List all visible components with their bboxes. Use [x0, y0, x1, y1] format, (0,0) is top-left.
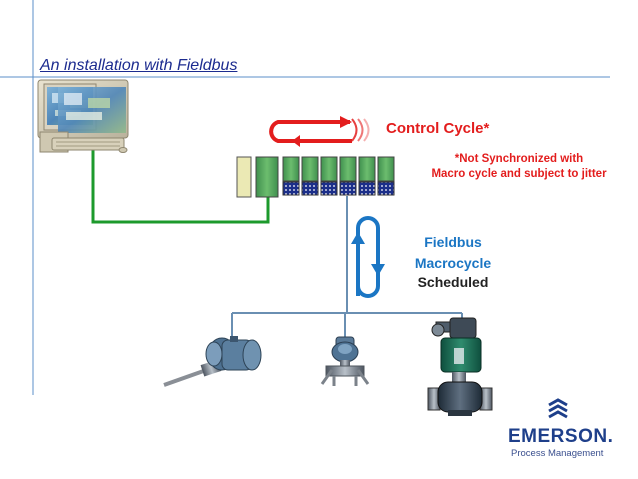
controller-rack-icon	[236, 156, 395, 198]
control-cycle-label: Control Cycle*	[386, 120, 490, 137]
macrocycle-label: Macrocycle	[414, 255, 492, 271]
emerson-logo-icon	[548, 398, 568, 419]
fieldbus-label: Fieldbus	[424, 234, 482, 250]
scheduled-label: Scheduled	[417, 274, 489, 290]
pressure-transmitter-icon	[320, 336, 370, 386]
green-connection-line	[91, 150, 270, 224]
slide-title: An installation with Fieldbus	[40, 57, 238, 74]
temperature-transmitter-icon	[163, 336, 262, 387]
jitter-note-line1: *Not Synchronized with	[454, 153, 584, 165]
brand-subtitle: Process Management	[511, 448, 604, 459]
control-cycle-arrows-icon	[269, 116, 370, 147]
jitter-note: *Not Synchronized with Macro cycle and s…	[404, 152, 634, 182]
brand-name: EMERSON.	[508, 426, 614, 447]
workstation-computer-icon	[37, 79, 129, 153]
macrocycle-loop-icon	[351, 216, 385, 298]
control-valve-icon	[427, 317, 493, 416]
jitter-note-line2: Macro cycle and subject to jitter	[431, 168, 607, 180]
